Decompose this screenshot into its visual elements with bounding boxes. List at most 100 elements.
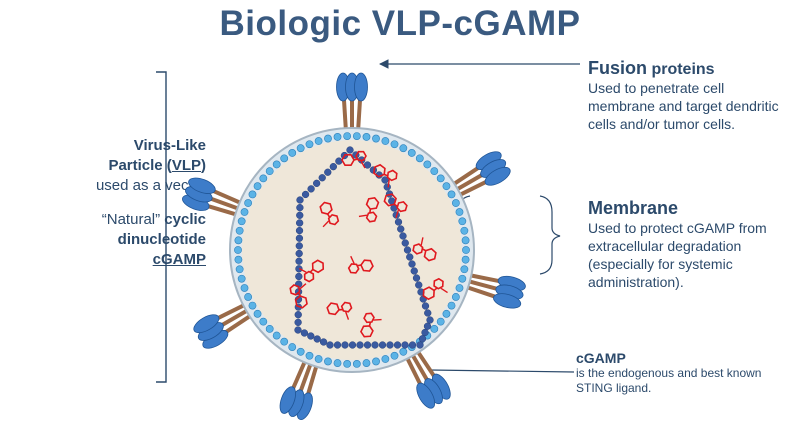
membrane-text: Used to protect cGAMP from extracellular… xyxy=(588,220,767,290)
capsid-bead xyxy=(416,341,424,349)
membrane-bead xyxy=(390,140,399,149)
membrane-bead xyxy=(248,190,257,199)
molecule-bond xyxy=(440,287,448,294)
molecule-bond xyxy=(387,179,390,188)
membrane-bead xyxy=(272,331,281,340)
capsid-bead xyxy=(295,242,303,250)
molecule-ring xyxy=(412,243,424,255)
membrane-callout: Membrane Used to protect cGAMP from extr… xyxy=(588,198,793,291)
molecule-ring xyxy=(341,154,355,166)
molecule-bond xyxy=(383,173,389,177)
capsid-bead xyxy=(296,203,304,212)
protein-stalk xyxy=(224,312,254,334)
molecule-bond xyxy=(369,208,372,214)
left-bracket xyxy=(156,71,167,383)
cgamp-molecule xyxy=(298,259,325,283)
cgamp-molecule xyxy=(319,201,340,228)
membrane-bead xyxy=(455,208,464,216)
molecule-bond xyxy=(358,214,368,218)
membrane-bead xyxy=(240,208,249,216)
capsid-bead xyxy=(423,322,432,330)
membrane-bead xyxy=(458,217,467,226)
capsid-bead xyxy=(406,253,414,261)
membrane-bead xyxy=(259,174,268,183)
protein-stalk xyxy=(404,354,422,385)
protein-stalk xyxy=(306,362,320,395)
molecule-ring xyxy=(373,163,386,178)
molecule-ring xyxy=(294,295,308,309)
molecule-ring xyxy=(360,259,374,272)
membrane-bead xyxy=(248,301,257,310)
capsid-bead xyxy=(295,226,304,235)
membrane-bead xyxy=(324,134,332,143)
molecule-bond xyxy=(327,213,331,219)
membrane-bead xyxy=(447,190,456,199)
cgamp-text: is the endogenous and best known STING l… xyxy=(576,366,762,395)
cgamp-molecule xyxy=(358,197,380,223)
membrane-bead xyxy=(462,246,470,254)
fusion-protein xyxy=(336,72,368,133)
membrane-bead xyxy=(265,167,274,176)
membrane-bead xyxy=(460,226,469,235)
membrane-bead xyxy=(447,301,456,310)
membrane-bead xyxy=(272,160,281,169)
capsid-bead xyxy=(300,329,309,337)
capsid-bead xyxy=(418,335,427,343)
capsid-bead xyxy=(401,239,409,247)
membrane-bead xyxy=(333,359,342,367)
membrane-heading: Membrane xyxy=(588,198,679,218)
molecule-ring xyxy=(422,286,435,301)
membrane-bead xyxy=(288,149,297,157)
capsid-bead xyxy=(335,157,343,165)
molecule-ring xyxy=(289,284,301,296)
membrane-bead xyxy=(235,226,244,235)
capsid-bead xyxy=(415,281,423,289)
membrane-bead xyxy=(253,182,262,191)
protein-stalk xyxy=(453,173,483,193)
membrane-bead xyxy=(399,347,408,356)
molecule-ring xyxy=(363,312,375,324)
capsid-bead xyxy=(378,341,387,349)
capsid-bead xyxy=(295,234,304,242)
fusion-protein xyxy=(404,348,451,409)
membrane-bead xyxy=(436,317,445,326)
capsid-bead xyxy=(408,260,416,268)
capsid-bead xyxy=(363,341,372,349)
cgamp-molecule xyxy=(360,312,382,338)
molecule-bond xyxy=(338,308,344,311)
protein-head xyxy=(188,177,216,194)
molecule-ring xyxy=(365,211,378,223)
molecule-ring xyxy=(360,325,374,338)
membrane-bead xyxy=(305,140,314,149)
molecule-bond xyxy=(322,220,330,228)
capsid-bead xyxy=(401,341,409,349)
capsid-bead xyxy=(383,183,391,191)
protein-stalk xyxy=(414,348,436,378)
capsid-bead xyxy=(412,274,421,282)
cgamp-callout: cGAMP is the endogenous and best known S… xyxy=(576,350,791,396)
molecule-ring xyxy=(303,270,315,283)
capsid-bead xyxy=(313,179,321,187)
cgamp-molecule xyxy=(326,301,353,320)
membrane-bead xyxy=(314,137,323,145)
capsid-bead xyxy=(356,341,364,349)
protein-stalk xyxy=(342,99,348,133)
capsid-bead xyxy=(296,196,304,204)
protein-stalk xyxy=(291,358,308,390)
membrane-bead xyxy=(280,154,289,163)
membrane-bead xyxy=(352,359,361,368)
membrane-bead xyxy=(280,337,289,346)
vlp-line-1: Virus-Like xyxy=(133,137,206,154)
capsid-bead xyxy=(295,219,304,227)
capsid-bead xyxy=(403,246,412,254)
protein-stalk xyxy=(463,284,496,299)
protein-stalk xyxy=(207,204,240,218)
membrane-bead xyxy=(265,324,274,333)
molecule-bond xyxy=(395,209,400,218)
capsid-bead xyxy=(333,341,342,349)
membrane-bead xyxy=(343,132,352,141)
cgamp-molecule xyxy=(347,255,374,274)
molecule-bond xyxy=(420,237,424,246)
protein-stalk xyxy=(409,351,429,381)
membrane-bead xyxy=(234,246,242,254)
